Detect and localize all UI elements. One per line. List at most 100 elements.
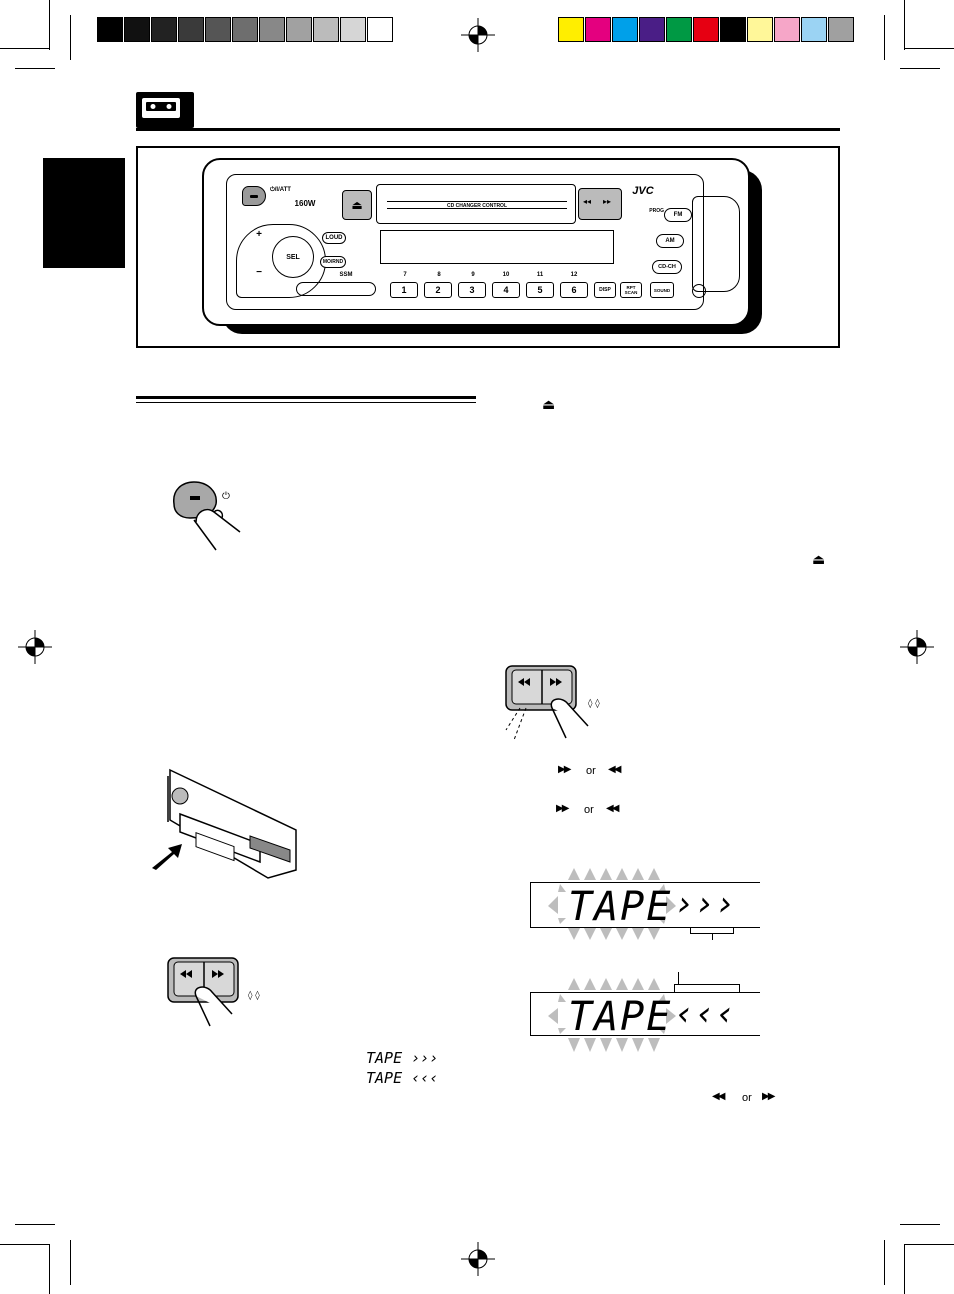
gray-swatch — [286, 17, 312, 42]
header-rule — [136, 128, 840, 131]
eject-icon: ⏏ — [812, 551, 826, 567]
ssm-label: SSM — [339, 272, 353, 278]
num-label: 9 — [471, 272, 475, 278]
section-rule-left — [136, 396, 476, 399]
blink-rays — [548, 868, 676, 940]
lcd-tape-word: TAPE — [568, 884, 673, 930]
band-panel — [692, 196, 740, 292]
wattage-label: 160W — [294, 199, 316, 208]
rpt-scan-button[interactable]: RPT SCAN — [620, 282, 642, 298]
sound-button[interactable]: SOUND — [650, 282, 674, 298]
gray-color-bar — [0, 0, 954, 60]
ff-symbol: ▶▶ — [558, 764, 571, 775]
num-label: 10 — [502, 272, 510, 278]
lcd-rew-arrows: ‹‹‹ — [674, 994, 736, 1034]
language-side-tab — [43, 158, 125, 268]
registration-mark-icon — [900, 630, 934, 664]
color-swatch — [639, 17, 665, 42]
faceplate-inner — [226, 174, 704, 310]
lcd-window — [380, 230, 614, 264]
am-button[interactable]: AM — [656, 234, 684, 248]
rew-symbol: ◀◀ — [712, 1091, 725, 1102]
color-swatch — [720, 17, 746, 42]
gray-swatch — [259, 17, 285, 42]
ff-rew-press-figure-left: ◊ ◊ — [167, 957, 260, 1027]
cassette-icon — [142, 98, 180, 118]
color-swatch — [666, 17, 692, 42]
svg-text:◊ ◊: ◊ ◊ — [248, 990, 260, 1001]
minus-label: − — [256, 267, 262, 278]
or-text: or — [586, 765, 596, 777]
cd-changer-label: CD CHANGER CONTROL — [447, 203, 507, 209]
rew-ff-buttons[interactable]: ◂◂ ▸▸ — [578, 188, 622, 220]
ff-button[interactable]: ▸▸ — [603, 197, 612, 206]
eject-icon: ⏏ — [351, 198, 363, 212]
power-button-figure — [173, 481, 241, 551]
rew-symbol: ◀◀ — [606, 803, 619, 814]
power-att-button[interactable] — [242, 186, 266, 206]
mono-button[interactable]: MO/RND — [320, 256, 346, 268]
cassette-slot: CD CHANGER CONTROL — [376, 184, 576, 224]
cassette-insert-figure — [167, 768, 297, 879]
num-label: 11 — [536, 272, 544, 278]
number-row: 7 8 9 10 11 12 — [400, 272, 600, 280]
registration-mark-icon — [461, 18, 495, 52]
num-label: 12 — [570, 272, 578, 278]
preset-button-3[interactable]: 3 — [458, 282, 486, 298]
color-swatch — [612, 17, 638, 42]
cd-ch-button[interactable]: CD-CH — [652, 260, 682, 274]
rew-symbol: ◀◀ — [608, 764, 621, 775]
registration-mark-icon — [18, 630, 52, 664]
gray-swatch — [97, 17, 123, 42]
gray-swatch — [205, 17, 231, 42]
color-swatch — [747, 17, 773, 42]
lcd-display-ff: TAPE ››› — [530, 866, 760, 940]
eject-icon: ⏏ — [542, 396, 556, 412]
tape-ff-text: TAPE ››› — [366, 1049, 439, 1067]
lcd-display-rew: TAPE ‹‹‹ — [530, 972, 760, 1062]
stereo-panel-frame: ⏻/I/ATT 160W SEL + − LOUD MO/RND ⏏ CD CH… — [136, 146, 840, 348]
gray-swatch — [367, 17, 393, 42]
rew-button[interactable]: ◂◂ — [583, 197, 592, 206]
power-icon: ⏻ — [222, 491, 230, 502]
power-label: ⏻/I/ATT — [270, 187, 291, 193]
gray-swatch — [340, 17, 366, 42]
preset-button-1[interactable]: 1 — [390, 282, 418, 298]
section-tab — [136, 92, 194, 128]
seek-button[interactable] — [296, 282, 376, 296]
color-swatch — [774, 17, 800, 42]
preset-button-2[interactable]: 2 — [424, 282, 452, 298]
fm-button[interactable]: FM — [664, 208, 692, 222]
disp-button[interactable]: DISP — [594, 282, 616, 298]
num-label: 8 — [437, 272, 441, 278]
or-text: or — [742, 1092, 752, 1104]
gray-swatch — [313, 17, 339, 42]
ff-symbol: ▶▶ — [556, 803, 569, 814]
num-label: 7 — [403, 272, 407, 278]
preset-button-4[interactable]: 4 — [492, 282, 520, 298]
gray-swatch — [232, 17, 258, 42]
registration-mark-icon — [461, 1242, 495, 1276]
svg-text:◊ ◊: ◊ ◊ — [588, 698, 600, 709]
or-text: or — [584, 804, 594, 816]
loud-button[interactable]: LOUD — [322, 232, 346, 244]
gray-swatch — [151, 17, 177, 42]
plus-label: + — [256, 229, 262, 240]
section-rule-left-thin — [136, 402, 476, 403]
lcd-tape-word: TAPE — [568, 994, 673, 1040]
ff-rew-press-figure-right: ◊ ◊ — [505, 665, 600, 741]
lcd-ff-arrows: ››› — [674, 884, 736, 924]
color-swatch — [558, 17, 584, 42]
blink-rays — [548, 978, 676, 1052]
brand-logo: JVC — [632, 185, 654, 197]
sel-button[interactable]: SEL — [272, 236, 314, 278]
tape-rew-text: TAPE ‹‹‹ — [366, 1069, 439, 1087]
gray-swatch — [124, 17, 150, 42]
eject-button[interactable]: ⏏ — [342, 190, 372, 220]
gray-swatch — [178, 17, 204, 42]
ff-symbol: ▶▶ — [762, 1091, 775, 1102]
preset-button-5[interactable]: 5 — [526, 282, 554, 298]
prog-label: PROG — [649, 208, 664, 214]
preset-button-6[interactable]: 6 — [560, 282, 588, 298]
color-swatch — [585, 17, 611, 42]
